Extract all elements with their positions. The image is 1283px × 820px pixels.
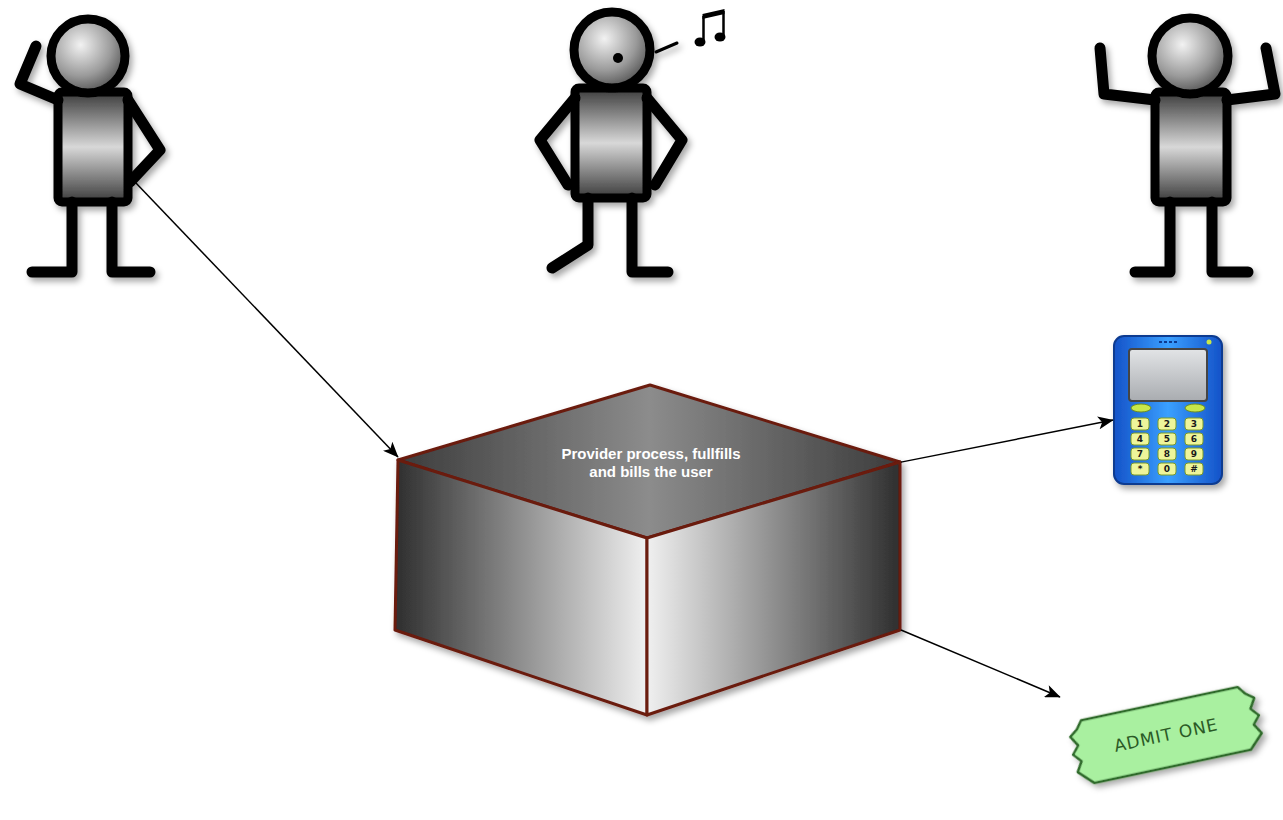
phone-key xyxy=(1185,433,1203,445)
keypad-digit: * xyxy=(1131,463,1149,475)
figure-arm xyxy=(647,98,682,185)
figure-head xyxy=(1152,18,1228,94)
phone-shape xyxy=(1114,336,1222,484)
phone-button xyxy=(1185,404,1205,412)
note-beam xyxy=(703,9,725,19)
request-arrow xyxy=(135,182,398,457)
keypad-digit: 2 xyxy=(1158,418,1176,430)
figure-leg xyxy=(1212,202,1248,272)
flow-arrow xyxy=(901,630,1060,697)
keypad-digit: 8 xyxy=(1158,448,1176,460)
phone-key xyxy=(1158,433,1176,445)
flexing-figure xyxy=(1100,18,1275,272)
figure-leg xyxy=(632,198,668,272)
figure-leg xyxy=(112,202,150,272)
figure-arm xyxy=(540,98,575,185)
phone-button xyxy=(1131,404,1151,412)
phone-key xyxy=(1185,463,1203,475)
keypad-digit: 9 xyxy=(1185,448,1203,460)
phone-speaker xyxy=(1159,341,1177,343)
figure-leg xyxy=(552,198,588,268)
phone-key xyxy=(1131,418,1149,430)
keypad-digit: 0 xyxy=(1158,463,1176,475)
phone-key xyxy=(1185,448,1203,460)
process-box-outline xyxy=(395,385,901,716)
figure-torso xyxy=(58,92,128,202)
phone-body xyxy=(1114,336,1222,484)
mobile-phone: 123 456 789 * 0 # xyxy=(1113,335,1223,485)
figure-leg xyxy=(1135,202,1170,272)
figure-leg xyxy=(32,202,72,272)
phone-key xyxy=(1158,448,1176,460)
thinking-figure xyxy=(20,19,160,272)
figure-torso xyxy=(575,88,647,198)
keypad-digit: 5 xyxy=(1158,433,1176,445)
figure-head xyxy=(574,12,650,88)
figure-torso xyxy=(1155,92,1227,202)
phone-screen xyxy=(1129,349,1207,401)
music-note xyxy=(695,9,726,47)
cube-shape xyxy=(395,385,900,715)
figure-arm xyxy=(1227,48,1275,100)
phone-key xyxy=(1158,418,1176,430)
keypad-digit: 1 xyxy=(1131,418,1149,430)
phone-light xyxy=(1207,340,1212,345)
flow-arrow xyxy=(901,420,1113,462)
keypad-digit: 3 xyxy=(1185,418,1203,430)
whistle-line xyxy=(656,43,677,52)
admit-ticket: ADMIT ONE xyxy=(1060,678,1272,793)
phone-key xyxy=(1131,448,1149,460)
phone-key xyxy=(1131,463,1149,475)
phone-key xyxy=(1185,418,1203,430)
figure-arm xyxy=(1100,48,1155,100)
process-label: Provider process, fullfills and bills th… xyxy=(551,445,751,481)
keypad-digit: 6 xyxy=(1185,433,1203,445)
whistling-figure xyxy=(540,12,682,272)
figure-head xyxy=(51,19,125,93)
cube-right-face xyxy=(647,462,900,715)
figure-arm xyxy=(128,100,160,182)
keypad-digit: 4 xyxy=(1131,433,1149,445)
phone-key xyxy=(1158,463,1176,475)
mobile-phone-outline xyxy=(1113,335,1223,485)
figure-mouth xyxy=(613,53,623,63)
cube-left-face xyxy=(395,460,647,715)
process-box: Provider process, fullfills and bills th… xyxy=(395,385,901,716)
keypad-digit: # xyxy=(1185,463,1203,475)
phone-key xyxy=(1131,433,1149,445)
keypad-digit: 7 xyxy=(1131,448,1149,460)
